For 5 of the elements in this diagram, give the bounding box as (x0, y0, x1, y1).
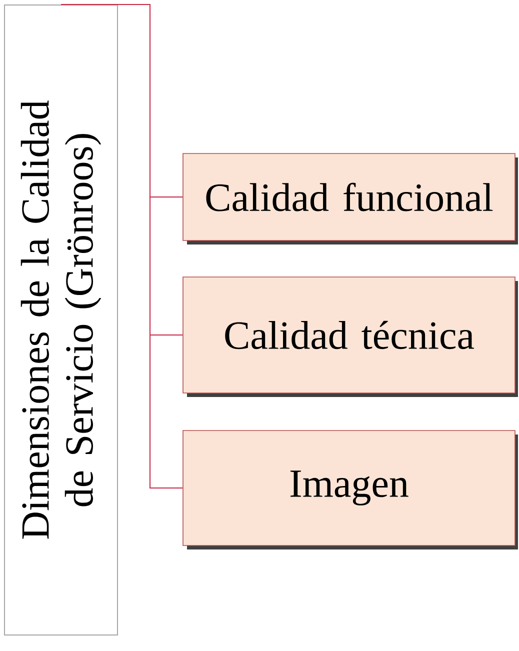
category-box: Calidad técnica (182, 276, 518, 397)
connector-line (60, 4, 184, 488)
category-box: Imagen (182, 430, 518, 550)
category-box: Calidad funcional (182, 153, 518, 244)
title-box: Dimensiones de la Calidad de Servicio (Grönroos) (4, 4, 118, 636)
